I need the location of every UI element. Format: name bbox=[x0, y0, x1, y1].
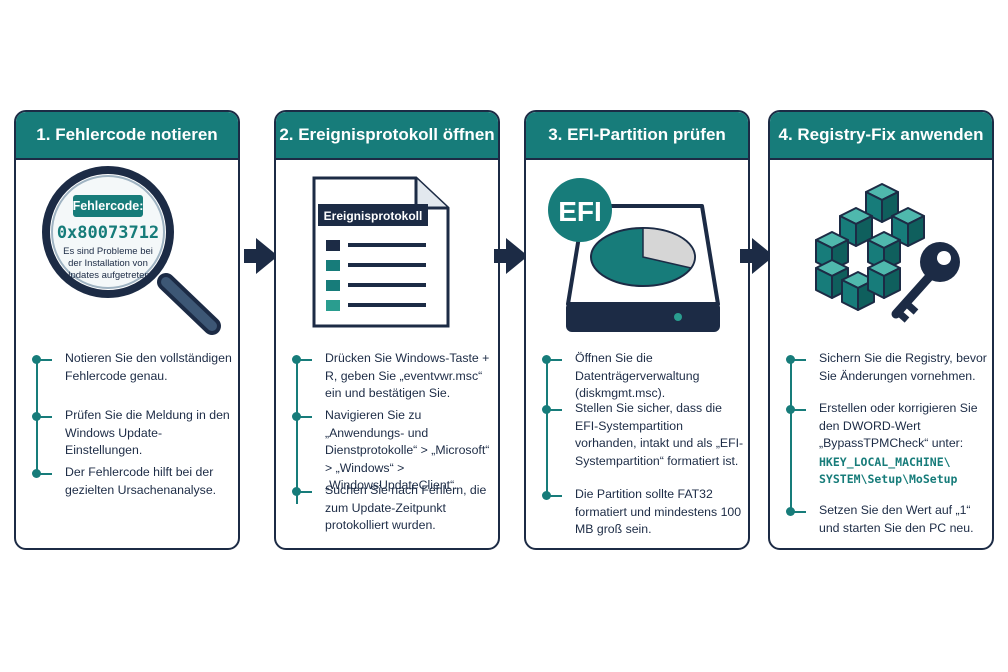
doc-title: Ereignisprotokoll bbox=[324, 209, 423, 223]
registry-cubes-key-icon bbox=[815, 183, 960, 323]
lens-desc-line-2: der Installation von bbox=[68, 258, 148, 269]
error-code: 0x80073712 bbox=[57, 223, 159, 243]
step-3-title: 3. EFI-Partition prüfen bbox=[526, 112, 748, 160]
step-card-1: 1. Fehlercode notieren Fehlercode: 0x800… bbox=[14, 110, 240, 550]
step-4-title: 4. Registry-Fix anwenden bbox=[770, 112, 992, 160]
step-4-bullets: Sichern Sie die Registry, bevor Sie Ände… bbox=[784, 350, 987, 540]
step-1-bullets: Notieren Sie den vollständigen Fehlercod… bbox=[30, 350, 232, 540]
step-2-title: 2. Ereignisprotokoll öffnen bbox=[276, 112, 498, 160]
document-icon: Ereignisprotokoll bbox=[312, 176, 450, 328]
step-3-bullets: Öffnen Sie die Datenträgerverwaltung (di… bbox=[540, 350, 743, 540]
step-card-4: 4. Registry-Fix anwenden bbox=[768, 110, 994, 550]
disk-drive-icon: EFI bbox=[548, 178, 720, 332]
step-2-bullets: Drücken Sie Windows-Taste + R, geben Sie… bbox=[290, 350, 490, 540]
step-card-2: 2. Ereignisprotokoll öffnen Ereignisprot… bbox=[274, 110, 500, 550]
step-1-title: 1. Fehlercode notieren bbox=[16, 112, 238, 160]
step-card-3: 3. EFI-Partition prüfen EFI Öffnen Sie d… bbox=[524, 110, 750, 550]
lens-desc-line-3: Updates aufgetreten. bbox=[64, 270, 153, 281]
registry-path-line-2: SYSTEM\Setup\MoSetup bbox=[819, 472, 958, 486]
arrow-right-icon bbox=[244, 238, 278, 274]
arrow-right-icon bbox=[740, 238, 774, 274]
registry-path-line-1: HKEY_LOCAL_MACHINE\ bbox=[819, 455, 951, 469]
arrow-right-icon bbox=[494, 238, 528, 274]
magnifier-icon: Fehlercode: 0x80073712 Es sind Probleme … bbox=[42, 166, 221, 335]
efi-label: EFI bbox=[558, 196, 602, 227]
lens-label: Fehlercode: bbox=[73, 199, 144, 213]
lens-desc-line-1: Es sind Probleme bei bbox=[63, 246, 153, 257]
